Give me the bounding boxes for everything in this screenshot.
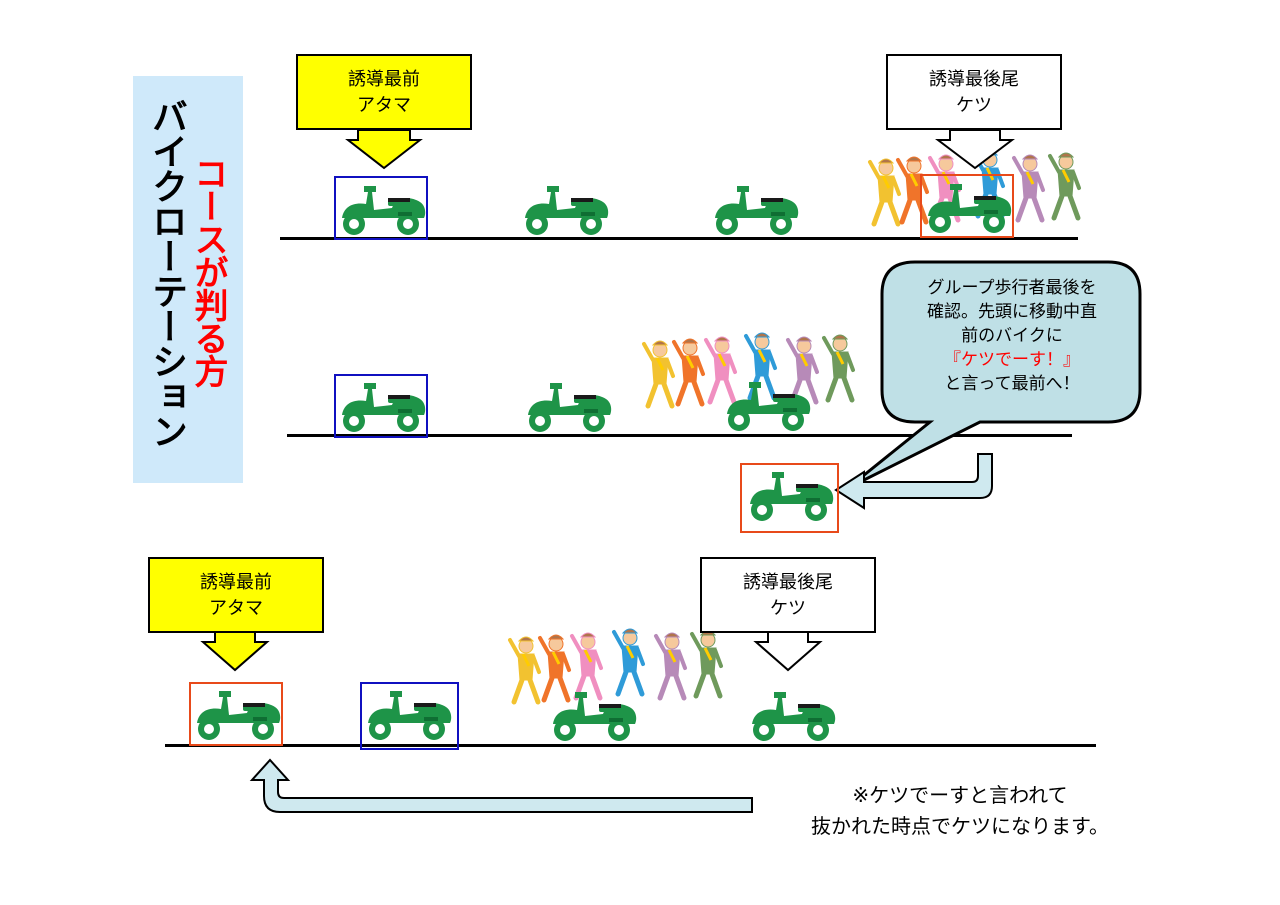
tail-arrow-1 — [935, 129, 1015, 170]
bubble-line-2: 確認。先頭に移動中直 — [927, 302, 1097, 322]
scooter-12 — [752, 692, 836, 741]
tail-frame-2 — [740, 463, 839, 533]
tail-label-2-title: 誘導最後尾 — [743, 572, 833, 593]
lead-label-2-sub: アタマ — [209, 598, 263, 619]
tail-label-1-title: 誘導最後尾 — [929, 69, 1019, 90]
tail-frame-3 — [189, 682, 283, 746]
bubble-line-1: グループ歩行者最後を — [927, 278, 1097, 298]
lead-label-2: 誘導最前 アタマ — [148, 557, 324, 633]
walker-10 — [746, 333, 775, 398]
bubble-line-3: 前のバイクに — [961, 326, 1063, 346]
lead-frame-2 — [334, 374, 428, 438]
lead-frame-3 — [360, 682, 459, 750]
road-line-1 — [280, 237, 1078, 240]
walker-16 — [614, 629, 643, 694]
diagram-subtitle: コースが判る方 — [188, 156, 228, 387]
tail-frame-1 — [920, 174, 1014, 238]
walker-11 — [788, 337, 817, 402]
lead-arrow-2 — [200, 631, 270, 672]
lead-label-1-sub: アタマ — [357, 95, 411, 116]
footnote: ※ケツでーすと言われて 抜かれた時点でケツになります。 — [780, 780, 1140, 842]
lead-arrow-1 — [345, 129, 423, 170]
walker-13 — [510, 637, 539, 702]
footnote-line-1: ※ケツでーすと言われて — [852, 783, 1068, 807]
walker-17 — [656, 633, 685, 698]
walker-7 — [644, 341, 673, 406]
walker-15 — [572, 633, 601, 698]
speech-bubble — [847, 260, 1142, 490]
lead-label-1: 誘導最前 アタマ — [296, 54, 472, 130]
lead-label-2-title: 誘導最前 — [200, 572, 272, 593]
title-panel — [133, 76, 243, 483]
bubble-callout: 『ケツでーす！』 — [944, 350, 1080, 370]
scooter-6 — [528, 383, 612, 432]
move-to-front-arrow — [834, 453, 993, 510]
return-arrow — [249, 758, 753, 813]
walker-18 — [692, 631, 721, 696]
walker-6 — [1050, 153, 1079, 218]
walker-1 — [870, 159, 899, 224]
walker-5 — [1014, 155, 1043, 220]
walker-8 — [674, 339, 703, 404]
walker-14 — [540, 635, 569, 700]
diagram-title: バイクローテーション — [146, 98, 187, 448]
tail-arrow-2 — [753, 631, 823, 672]
road-line-2 — [287, 434, 1072, 437]
scooter-2 — [525, 186, 609, 235]
tail-label-2: 誘導最後尾 ケツ — [700, 557, 876, 633]
footnote-line-2: 抜かれた時点でケツになります。 — [811, 814, 1109, 838]
tail-label-2-sub: ケツ — [770, 598, 806, 619]
tail-label-1: 誘導最後尾 ケツ — [886, 54, 1062, 130]
tail-label-1-sub: ケツ — [956, 95, 992, 116]
bubble-text: グループ歩行者最後を 確認。先頭に移動中直 前のバイクに 『ケツでーす！』 と言… — [884, 276, 1140, 396]
scooter-3 — [715, 186, 799, 235]
walker-12 — [824, 335, 853, 400]
bubble-line-last: と言って最前へ！ — [944, 374, 1080, 394]
lead-label-1-title: 誘導最前 — [348, 69, 420, 90]
walker-9 — [706, 337, 735, 402]
road-line-3 — [165, 744, 1096, 747]
lead-frame-1 — [334, 176, 428, 240]
